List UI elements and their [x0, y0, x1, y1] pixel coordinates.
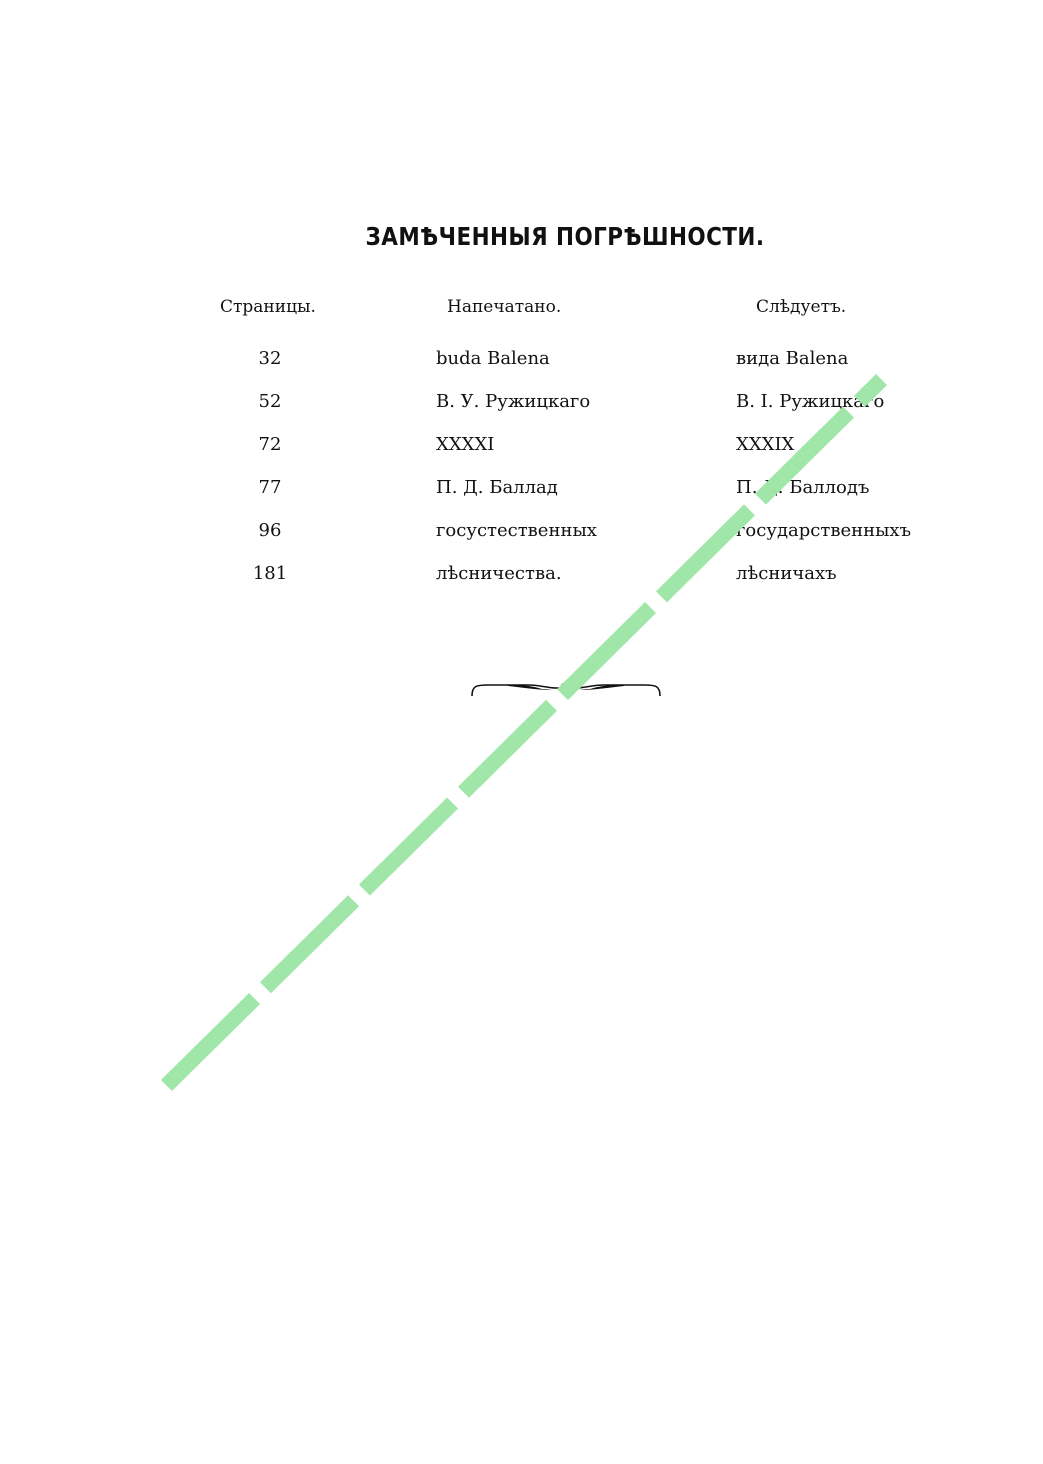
- column-header-printed: Напечатано.: [447, 297, 562, 317]
- column-header-should-be: Слѣдуетъ.: [756, 297, 847, 317]
- watermark-block: [414, 819, 436, 842]
- watermark-block: [205, 1025, 227, 1048]
- watermark-block: [425, 808, 447, 831]
- watermark-block: [216, 1014, 238, 1037]
- decorative-brace-ornament-icon: [471, 683, 661, 697]
- watermark-block: [535, 699, 557, 722]
- page-title: ЗАМѢЧЕННЫЯ ПОГРѢШНОСТИ.: [365, 222, 765, 251]
- correct-text: вида Balena: [736, 348, 849, 369]
- table-row: 72 XXXXI XXXIX: [0, 434, 1043, 464]
- watermark-block: [601, 634, 623, 657]
- printed-text: XXXXI: [436, 434, 495, 455]
- printed-text: лѣсничества.: [436, 563, 562, 584]
- watermark-block: [282, 949, 304, 972]
- watermark-block: [227, 1003, 249, 1026]
- watermark-block: [337, 895, 359, 918]
- table-row: 181 лѣсничества. лѣсничахъ: [0, 563, 1043, 593]
- correct-text: лѣсничахъ: [736, 563, 837, 584]
- watermark-block: [238, 992, 260, 1015]
- watermark-block: [480, 754, 502, 777]
- watermark-block: [392, 840, 414, 863]
- watermark-block: [172, 1058, 194, 1081]
- printed-text: госустественных: [436, 520, 597, 541]
- printed-text: buda Balena: [436, 348, 550, 369]
- watermark-block: [359, 873, 381, 896]
- watermark-block: [513, 721, 535, 744]
- correct-text: В. І. Ружицкаго: [736, 391, 885, 412]
- watermark-block: [381, 851, 403, 874]
- watermark-block: [502, 732, 524, 755]
- page-number: 181: [252, 563, 288, 584]
- watermark-block: [458, 775, 480, 798]
- watermark-block: [612, 623, 634, 646]
- table-row: 77 П. Д. Баллад П. Д. Баллодъ: [0, 477, 1043, 507]
- correct-text: государственныхъ: [736, 520, 912, 541]
- watermark-block: [326, 906, 348, 929]
- table-row: 96 госустественных государственныхъ: [0, 520, 1043, 550]
- correct-text: XXXIX: [736, 434, 795, 455]
- page-number: 96: [258, 520, 282, 541]
- watermark-block: [271, 960, 293, 983]
- table-row: 52 В. У. Ружицкаго В. І. Ружицкаго: [0, 391, 1043, 421]
- page-number: 72: [258, 434, 282, 455]
- table-row: 32 buda Balena вида Balena: [0, 348, 1043, 378]
- watermark-block: [634, 602, 656, 625]
- printed-text: В. У. Ружицкаго: [436, 391, 591, 412]
- watermark-block: [315, 916, 337, 939]
- watermark-block: [370, 862, 392, 885]
- watermark-block: [623, 612, 645, 635]
- watermark-block: [590, 645, 612, 668]
- watermark-block: [403, 830, 425, 853]
- watermark-block: [161, 1069, 183, 1091]
- correct-text: П. Д. Баллодъ: [736, 477, 870, 498]
- watermark-block: [436, 797, 458, 820]
- watermark-block: [194, 1036, 216, 1059]
- column-header-pages: Страницы.: [220, 297, 316, 317]
- page-number: 77: [258, 477, 282, 498]
- watermark-block: [183, 1047, 205, 1070]
- watermark-block: [469, 764, 491, 787]
- watermark-block: [304, 927, 326, 950]
- watermark-block: [491, 743, 513, 766]
- watermark-block: [293, 938, 315, 961]
- watermark-block: [260, 971, 282, 994]
- page-number: 52: [258, 391, 282, 412]
- printed-text: П. Д. Баллад: [436, 477, 558, 498]
- page-number: 32: [258, 348, 282, 369]
- watermark-block: [524, 710, 546, 733]
